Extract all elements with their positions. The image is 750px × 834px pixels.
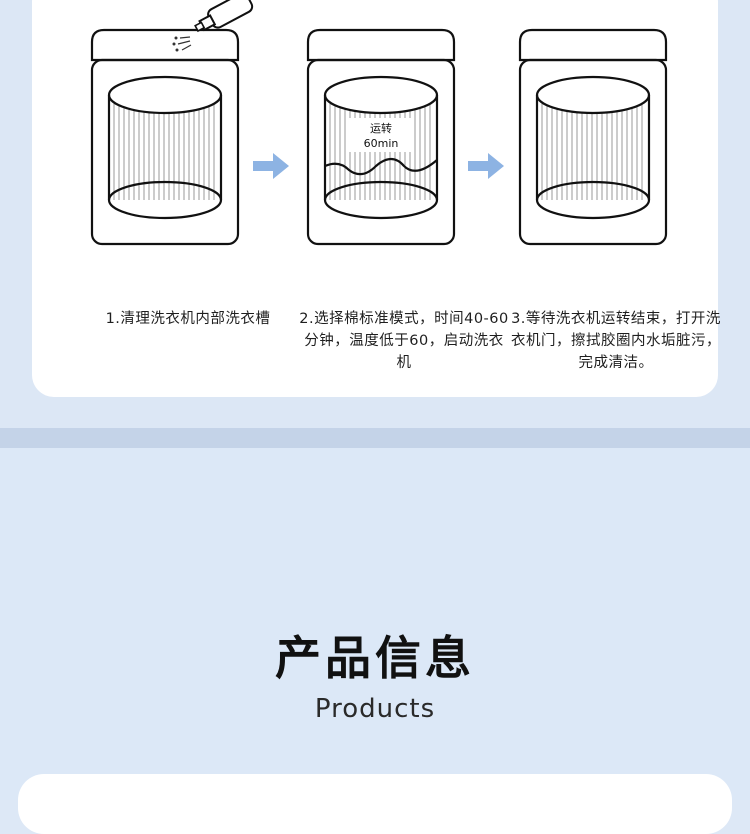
spray-bottle-icon [194, 0, 254, 33]
bottom-background [0, 448, 750, 800]
step-3-caption: 3.等待洗衣机运转结束，打开洗衣机门，擦拭胶圈内水垢脏污，完成清洁。 [511, 311, 721, 371]
section-divider [0, 428, 750, 448]
arrow-right-icon [253, 153, 289, 179]
drum-label-line1: 运转 [370, 121, 392, 135]
product-info-card [18, 774, 732, 834]
washer-drum-clean-illustration [518, 28, 668, 246]
drum-label-line2: 60min [364, 137, 399, 150]
step-1-caption: 1.清理洗衣机内部洗衣槽 [105, 311, 271, 327]
step-2: 运转 60min 2.选择棉标准模式，时间40-60分钟，温度低于60，启动洗衣… [299, 0, 508, 400]
spray-mist-icon [172, 36, 192, 52]
washer-drum-running-illustration: 运转 60min [306, 28, 456, 246]
water-wave [324, 157, 438, 176]
cleaning-steps-card: 1.清理洗衣机内部洗衣槽 [32, 0, 721, 400]
step-2-caption: 2.选择棉标准模式，时间40-60分钟，温度低于60，启动洗衣机 [299, 311, 509, 371]
step-1: 1.清理洗衣机内部洗衣槽 [88, 0, 288, 400]
section-subtitle: Products [314, 694, 436, 724]
washer-drum-spray-illustration [90, 0, 254, 246]
drum-icon: 运转 60min [323, 75, 439, 220]
arrow-right-icon [468, 153, 504, 179]
drum-icon [107, 75, 223, 220]
step-3: 3.等待洗衣机运转结束，打开洗衣机门，擦拭胶圈内水垢脏污，完成清洁。 [511, 0, 721, 400]
drum-icon [535, 75, 651, 220]
section-title: 产品信息 [275, 631, 475, 685]
